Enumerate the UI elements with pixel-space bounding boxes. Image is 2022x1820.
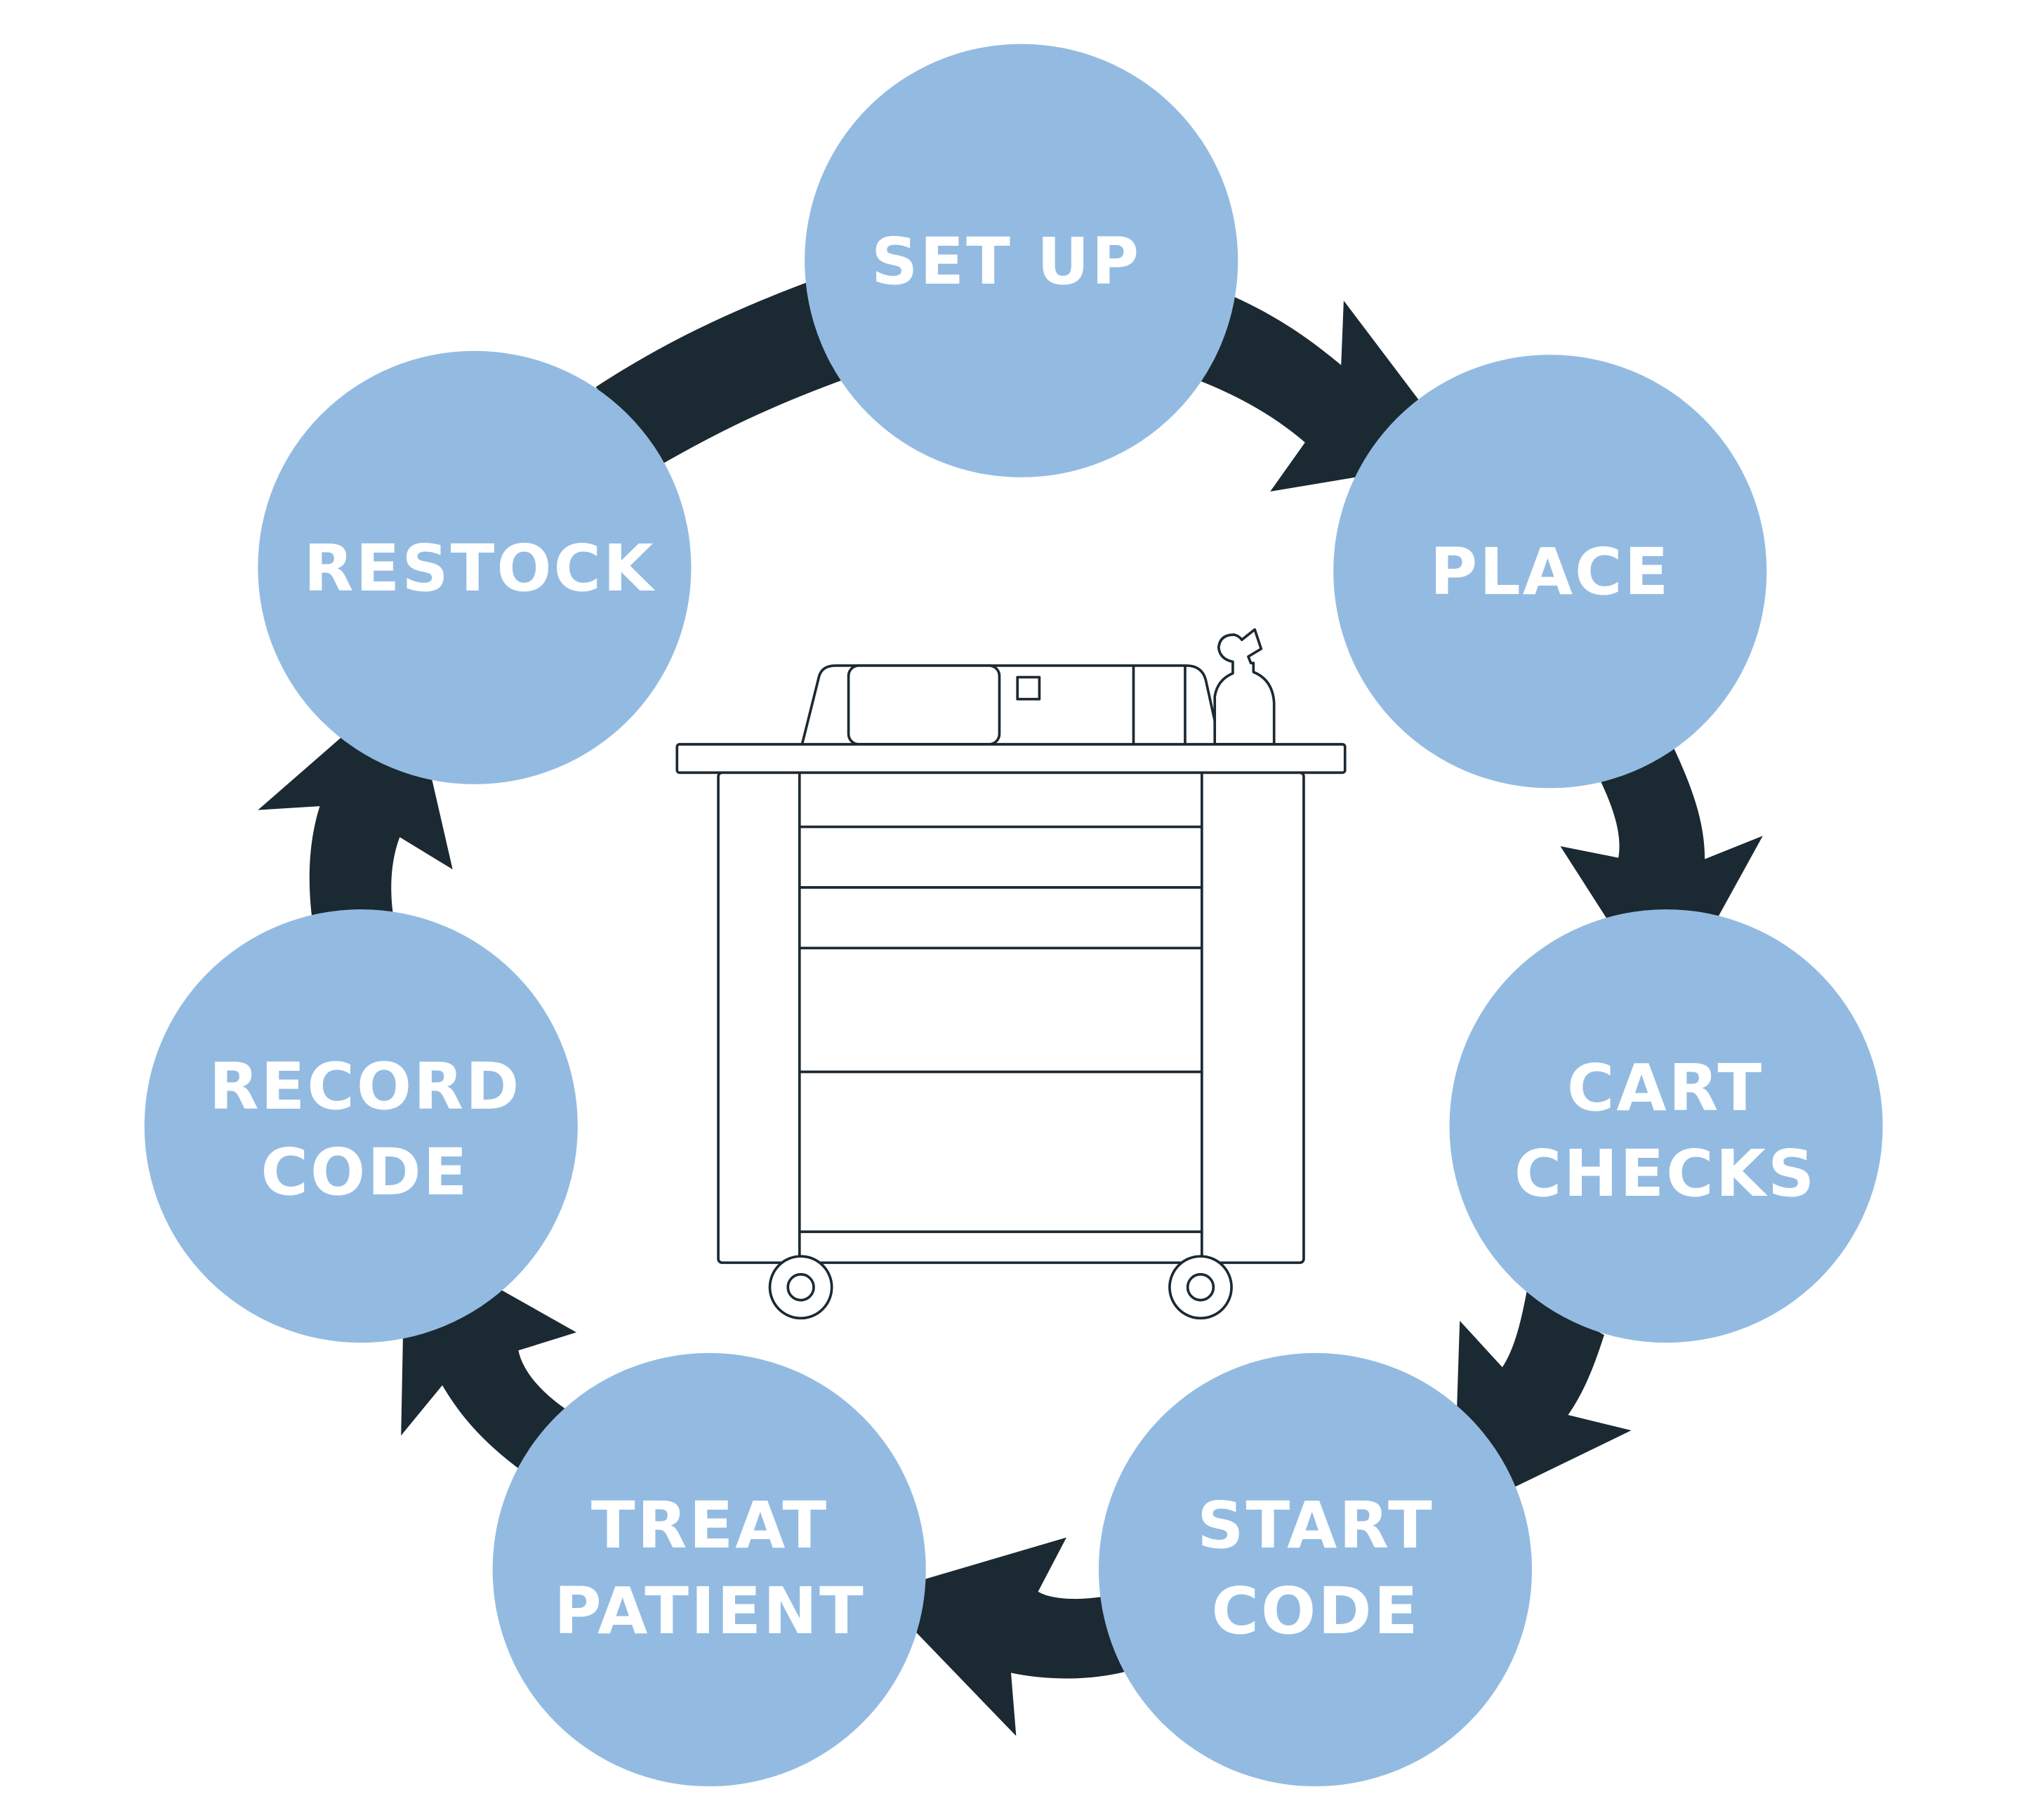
- stage-label-start-code: START CODE: [1197, 1483, 1434, 1654]
- stage-label-line: RESTOCK: [303, 531, 656, 606]
- arrow-restock-to-set-up: [595, 281, 845, 465]
- stage-label-line: CART: [1566, 1050, 1764, 1126]
- stage-circle-set-up: [805, 44, 1238, 477]
- stage-label-line: CODE: [1211, 1574, 1420, 1649]
- stage-label-line: CODE: [260, 1135, 470, 1210]
- stage-label-record-code: RECORD CODE: [209, 1044, 522, 1215]
- stage-label-line: RECORD: [209, 1049, 522, 1124]
- stage-circle-place: [1333, 355, 1767, 789]
- stage-label-line: CHECKS: [1514, 1136, 1817, 1211]
- stage-label-line: TREAT: [590, 1488, 829, 1563]
- stage-circles: [144, 44, 1883, 1787]
- stage-label-line: START: [1197, 1488, 1434, 1563]
- arrow-place-to-cart-checks: [1560, 748, 1763, 1012]
- crash-cart-icon: [675, 628, 1347, 1320]
- stage-label-treat-patient: TREAT PATIENT: [554, 1483, 866, 1654]
- stage-label-place: PLACE: [1430, 529, 1671, 615]
- stage-circle-start-code: [1098, 1352, 1533, 1787]
- stage-label-set-up: SET UP: [871, 219, 1141, 305]
- stage-label-line: PATIENT: [554, 1574, 866, 1649]
- stage-circle-cart-checks: [1449, 909, 1883, 1343]
- stage-label-restock: RESTOCK: [304, 526, 656, 612]
- stage-label-line: SET UP: [871, 224, 1142, 299]
- stage-circle-record-code: [144, 909, 578, 1343]
- stage-circle-treat-patient: [492, 1352, 926, 1787]
- stage-label-cart-checks: CART CHECKS: [1514, 1046, 1816, 1217]
- arrow-start-code-to-treat-patient: [878, 1537, 1126, 1736]
- stage-label-line: PLACE: [1429, 534, 1671, 609]
- stage-circle-restock: [258, 350, 692, 784]
